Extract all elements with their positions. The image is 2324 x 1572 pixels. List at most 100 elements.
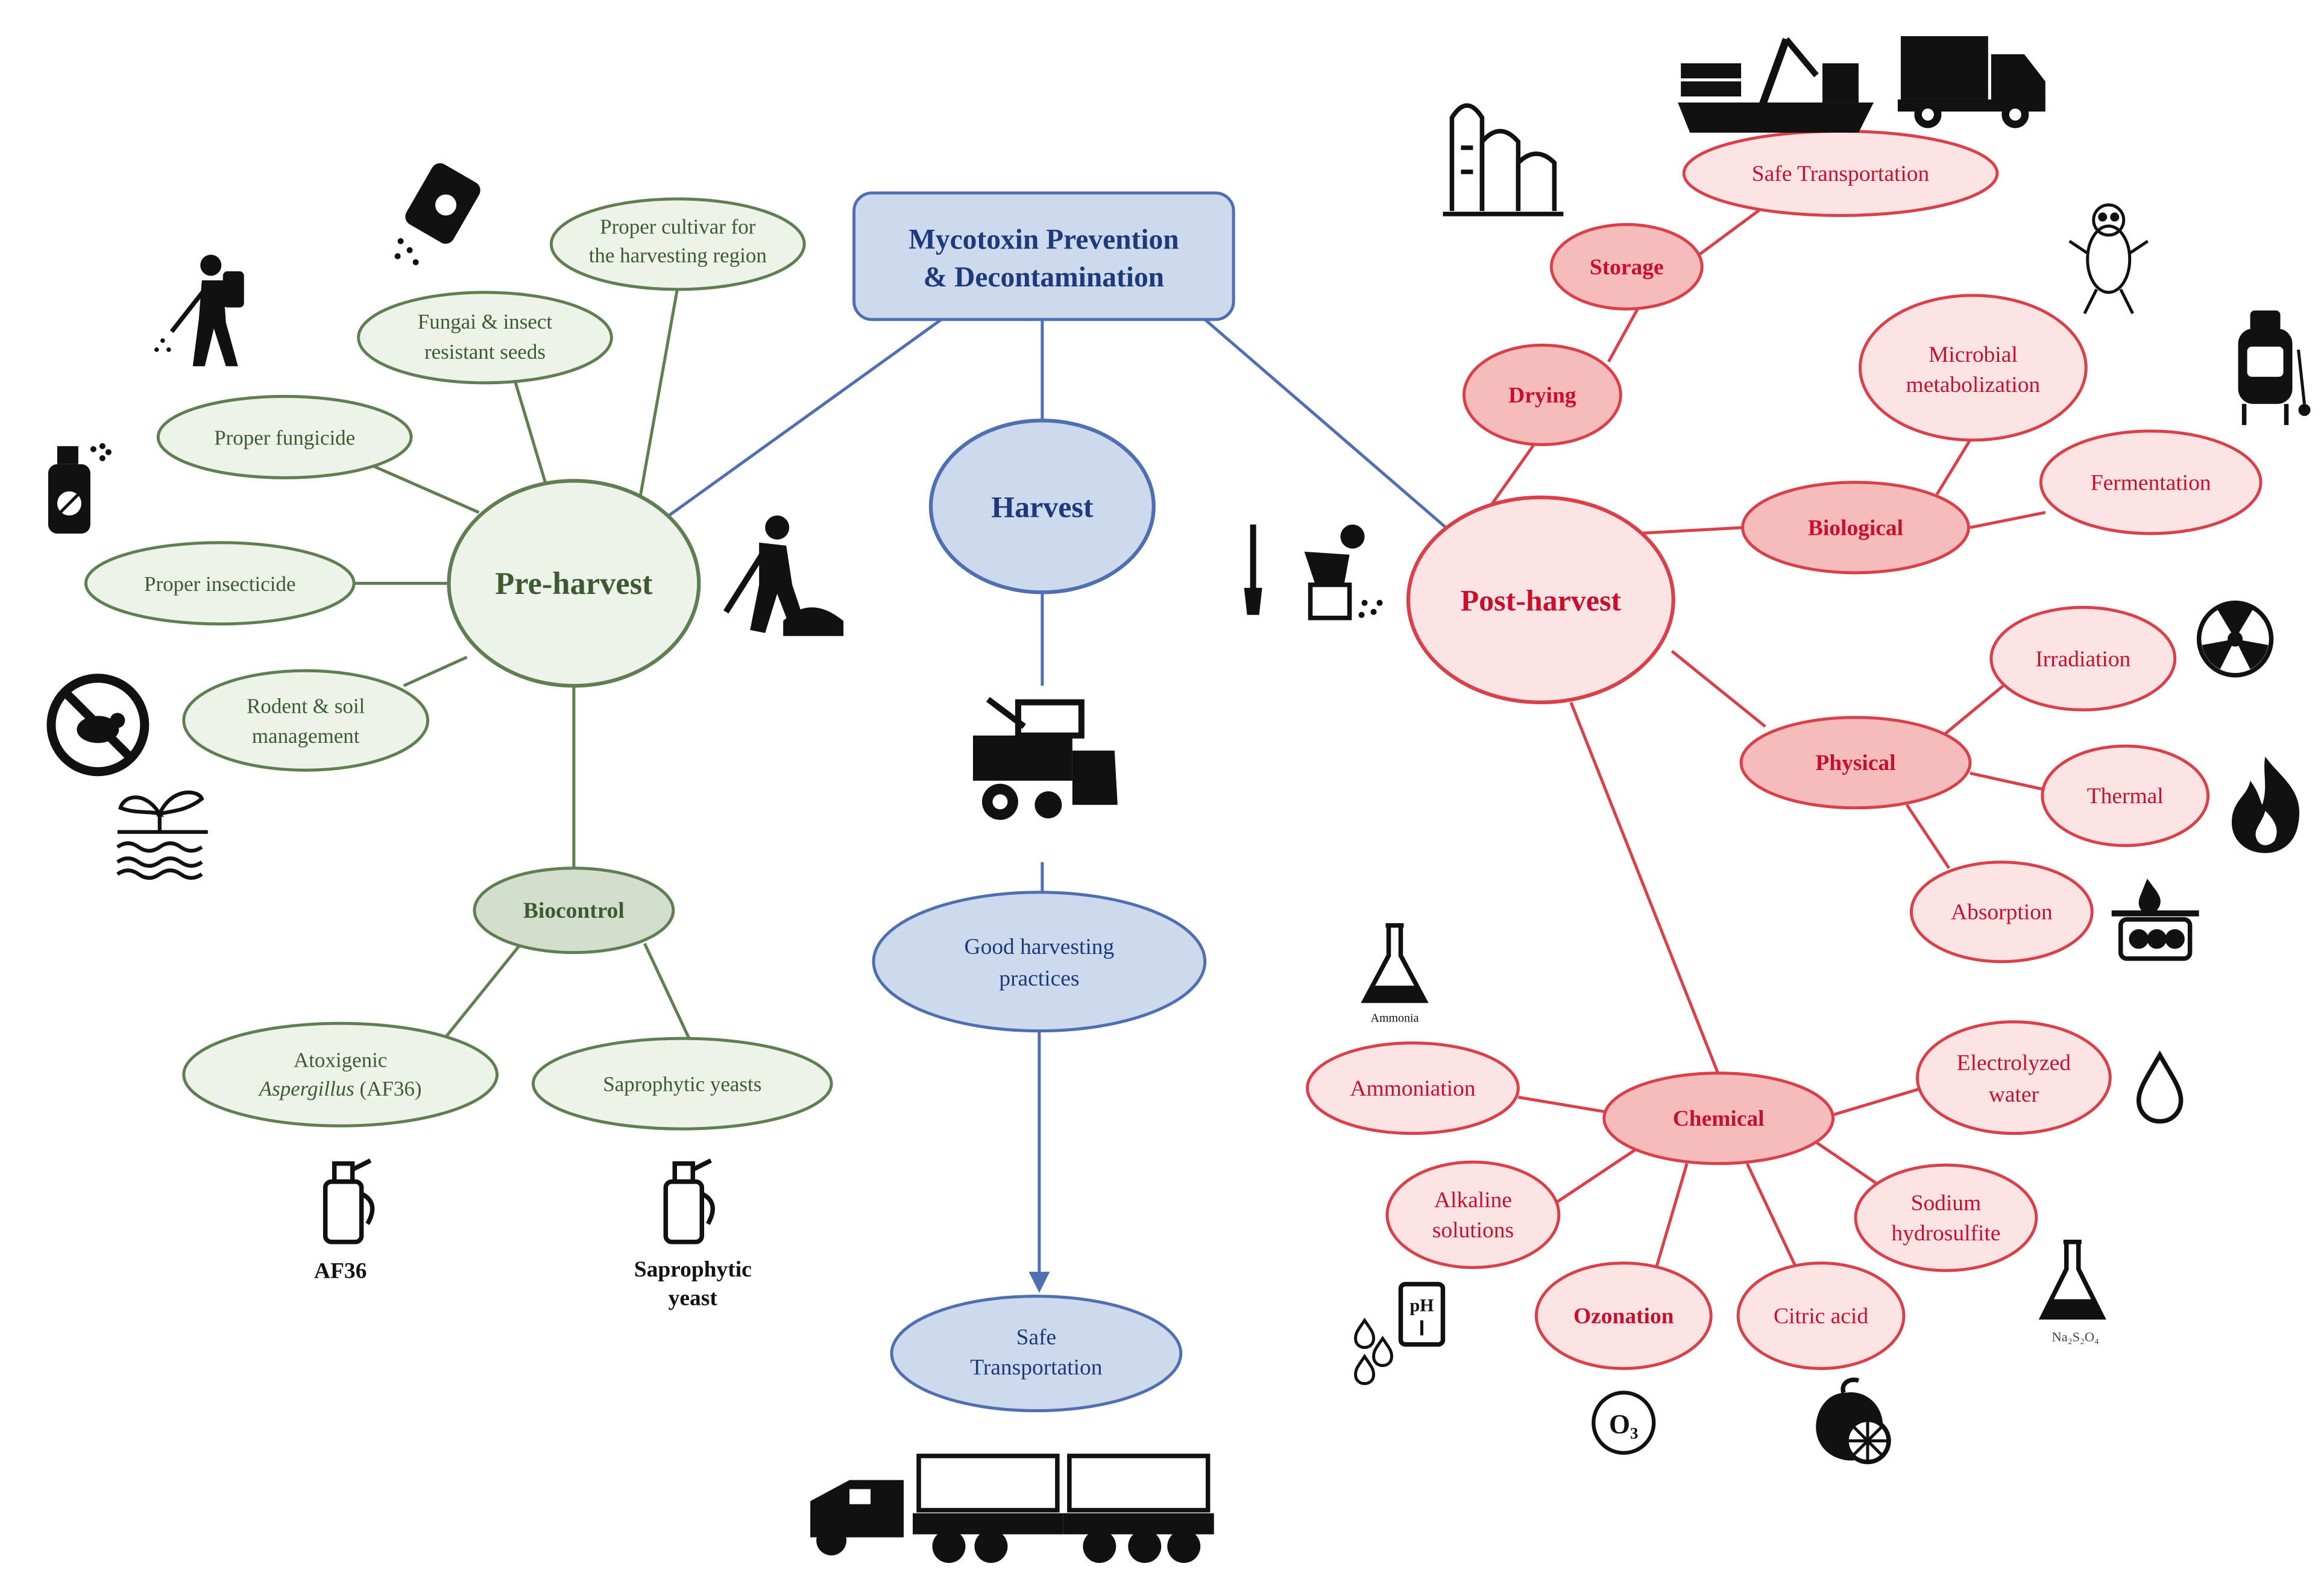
ammoniation-label: Ammoniation [1350,1076,1475,1101]
chemical-to-ozonation-connector [1655,1163,1689,1267]
atoxigenic-rest-part: (AF36) [354,1077,422,1100]
drying-node: Drying [1462,343,1622,446]
postharvest-to-chemical-connector [1569,701,1723,1083]
storage-node: Storage [1549,223,1704,311]
ozonation-label: Ozonation [1573,1304,1674,1329]
harvest-node: Harvest [928,418,1156,595]
physical-to-thermal-connector [1970,771,2046,792]
harvest-transport-line-1: Safe [1016,1325,1057,1350]
biological-to-fermentation-connector [1970,511,2046,529]
post-transport-label: Safe Transportation [1752,162,1930,186]
combine-harvester-icon [972,696,1118,820]
no-rodent-icon [46,674,150,777]
storage-label: Storage [1590,255,1664,280]
biocontrol-label: Biocontrol [523,898,625,923]
spray-bottle-icon [48,443,112,534]
electrolyzed-node: Electrolyzed water [1915,1020,2112,1135]
fermentation-node: Fermentation [2039,429,2263,535]
water-drop-icon [2136,1050,2184,1124]
cultivar-label-line-2: the harvesting region [589,244,767,267]
biocontrol-to-atoxigenic-connector [444,942,523,1038]
atoxigenic-label-line-2: Aspergillus (AF36) [258,1077,422,1100]
citric-label: Citric acid [1774,1304,1868,1329]
cultivar-node: Proper cultivar for the harvesting regio… [549,197,806,291]
physical-node: Physical [1739,716,1972,810]
citric-node: Citric acid [1736,1261,1906,1371]
thermal-node: Thermal [2041,744,2210,847]
absorption-node: Absorption [1909,860,2094,964]
irradiation-node: Irradiation [1989,605,2177,712]
drying-label: Drying [1508,383,1576,408]
fungicide-label: Proper fungicide [214,426,355,449]
lemon-icon [1816,1377,1891,1465]
preharvest-to-seeds-connector [514,380,547,483]
electrolyzed-label-line-1: Electrolyzed [1957,1051,2071,1076]
biological-label: Biological [1808,516,1903,540]
title-box-shape [852,191,1235,321]
digging-worker-icon [723,515,844,636]
physical-to-irradiation-connector [1942,684,2004,737]
title-to-preharvest-connector [661,318,942,522]
alkaline-label-line-2: solutions [1432,1218,1514,1243]
microbe-icon [2068,203,2149,315]
ammonia-flask-icon: Ammonia [1361,923,1429,1025]
harvest-transport-node: Safe Transportation [890,1295,1183,1413]
chemical-to-alkaline-connector [1550,1144,1643,1207]
seeds-node: Fungai & insect resistant seeds [357,291,613,385]
connectors [352,206,2046,1293]
sapro-caption-line-1: Saprophytic [634,1257,752,1282]
title-box: Mycotoxin Prevention & Decontamination [852,191,1235,321]
physical-label: Physical [1815,751,1895,775]
ozone-icon: O₃ [1592,1390,1656,1455]
sodium-label-line-2: hydrosulfite [1891,1221,2000,1246]
fermentation-label: Fermentation [2091,470,2211,495]
irradiation-label: Irradiation [2035,647,2130,672]
seeds-label-line-2: resistant seeds [424,340,546,364]
fungicide-node: Proper fungicide [156,394,413,479]
postharvest-branch: Post-harvest Drying Storage Safe Transpo… [1306,129,2263,1371]
good-practices-node: Good harvesting practices [872,891,1207,1033]
postharvest-label: Post-harvest [1461,583,1622,617]
title-line-1: Mycotoxin Prevention [909,224,1179,255]
preharvest-node: Pre-harvest [447,479,701,688]
preharvest-to-fungicide-connector [368,462,480,514]
post-transport-node: Safe Transportation [1682,129,1999,217]
absorption-device-icon [2111,879,2199,961]
postharvest-to-drying-connector [1487,436,1541,511]
harvest-transport-line-2: Transportation [970,1356,1102,1380]
microbial-label-line-2: metabolization [1906,373,2041,397]
harvest-label: Harvest [991,490,1094,523]
alkaline-node: Alkaline solutions [1385,1160,1561,1269]
preharvest-to-cultivar-connector [638,286,679,498]
ph-caption: pH [1409,1296,1434,1316]
af36-caption: AF36 [314,1259,367,1284]
title-to-postharvest-connector [1204,318,1447,529]
atoxigenic-label-line-1: Atoxigenic [294,1049,387,1072]
chemical-to-ammoniation-connector [1517,1096,1609,1114]
sodium-label-line-1: Sodium [1911,1191,1982,1216]
biological-to-microbial-connector [1935,439,1972,496]
biological-node: Biological [1741,481,1970,575]
seed-bag-icon [394,163,480,265]
rodent-label-line-1: Rodent & soil [247,694,365,718]
ph-meter-icon: pH [1354,1281,1446,1386]
biocontrol-node: Biocontrol [473,866,675,955]
fire-icon [2231,756,2300,853]
sodium-flask-icon: Na₂S₂O₄ [2038,1239,2106,1345]
chemical-to-electrolyzed-connector [1831,1087,1922,1117]
microbial-label-line-1: Microbial [1929,342,2018,367]
vehicles-icon [810,1453,1214,1564]
title-line-2: & Decontamination [924,262,1164,293]
good-practices-line-1: Good harvesting [965,935,1115,959]
thermal-label: Thermal [2087,784,2164,809]
truck-icon [1897,36,2045,128]
o3-caption: O₃ [1609,1409,1638,1439]
chemical-label: Chemical [1673,1106,1765,1131]
chemical-node: Chemical [1602,1072,1835,1166]
atoxigenic-node: Atoxigenic Aspergillus (AF36) [182,1021,499,1128]
icons: Ammonia Na₂S₂O₄ pH O₃ [46,36,2311,1564]
chemical-to-sodium-connector [1815,1141,1884,1189]
alkaline-label-line-1: Alkaline [1434,1188,1512,1213]
sprayer-person-icon [154,254,244,367]
